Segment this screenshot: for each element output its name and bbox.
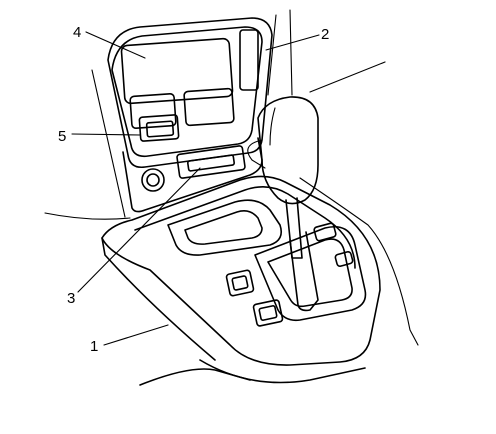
callout-4: 4 xyxy=(73,24,82,41)
dash-edge-line-right-2 xyxy=(267,14,277,96)
callout-5: 5 xyxy=(58,128,67,145)
panel-button xyxy=(138,114,180,142)
gate-button-b xyxy=(334,251,354,267)
carpet-line xyxy=(44,212,131,220)
dash-edge-line xyxy=(91,69,126,218)
console-body xyxy=(101,175,381,386)
right-side-line xyxy=(299,177,419,346)
callout-2: 2 xyxy=(321,26,330,43)
switch-lower xyxy=(252,299,284,327)
panel-slot-right xyxy=(183,87,235,127)
leader-5 xyxy=(71,133,141,136)
shift-gate xyxy=(254,222,367,322)
radio-display xyxy=(120,37,234,105)
panel-slot-left xyxy=(129,92,177,130)
knob xyxy=(141,168,165,192)
shift-lever xyxy=(247,96,319,259)
shift-knob xyxy=(257,96,319,205)
lower-dash xyxy=(122,137,263,213)
leader-4 xyxy=(85,31,146,59)
console-switches xyxy=(225,269,284,327)
dash-edge-line-right xyxy=(289,9,293,96)
gate-button-a xyxy=(313,222,337,242)
switch-upper xyxy=(225,269,255,297)
callout-1: 1 xyxy=(90,338,99,355)
leader-2 xyxy=(265,34,320,51)
callout-3: 3 xyxy=(67,290,76,307)
leader-1 xyxy=(103,324,169,346)
ashtray xyxy=(176,145,246,179)
console-tray xyxy=(167,199,283,256)
cable-line xyxy=(309,61,386,93)
leader-3 xyxy=(77,167,201,293)
center-panel xyxy=(107,17,273,169)
